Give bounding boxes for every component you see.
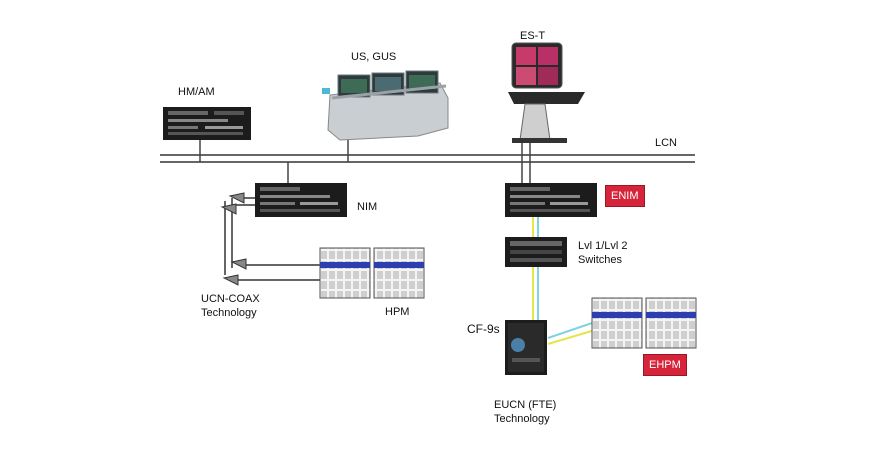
us-gus-console: [322, 70, 449, 162]
switches-label-line2: Switches: [578, 254, 623, 266]
hmam-rack: [163, 107, 251, 162]
ucn-coax-taps: [220, 192, 320, 286]
eucn-label-line2: Technology: [494, 413, 550, 425]
est-label: ES-T: [520, 30, 546, 42]
enim-badge: ENIM: [605, 185, 645, 207]
hpm-cabinets: [319, 247, 425, 299]
ehpm-badge: EHPM: [643, 354, 687, 376]
nim-rack: [255, 162, 347, 217]
cf9s-label: CF-9s: [467, 322, 500, 336]
enim-rack: [505, 162, 597, 217]
hmam-label: HM/AM: [178, 86, 215, 98]
est-station: [508, 42, 585, 162]
ehpm-cabinets: [591, 297, 697, 349]
lvl-switches: [505, 237, 567, 267]
cf9s-device: [505, 320, 547, 375]
nim-label: NIM: [357, 201, 378, 213]
us-gus-label: US, GUS: [351, 51, 397, 63]
switches-label-line1: Lvl 1/Lvl 2: [578, 240, 628, 252]
ucn-coax-label-line1: UCN-COAX: [201, 293, 260, 305]
hpm-label: HPM: [385, 306, 410, 318]
eucn-label-line1: EUCN (FTE): [494, 399, 557, 411]
lcn-label: LCN: [655, 137, 678, 149]
lcn-bus: [160, 154, 695, 163]
ucn-coax-label-line2: Technology: [201, 307, 257, 319]
fte-cables: [532, 217, 596, 345]
